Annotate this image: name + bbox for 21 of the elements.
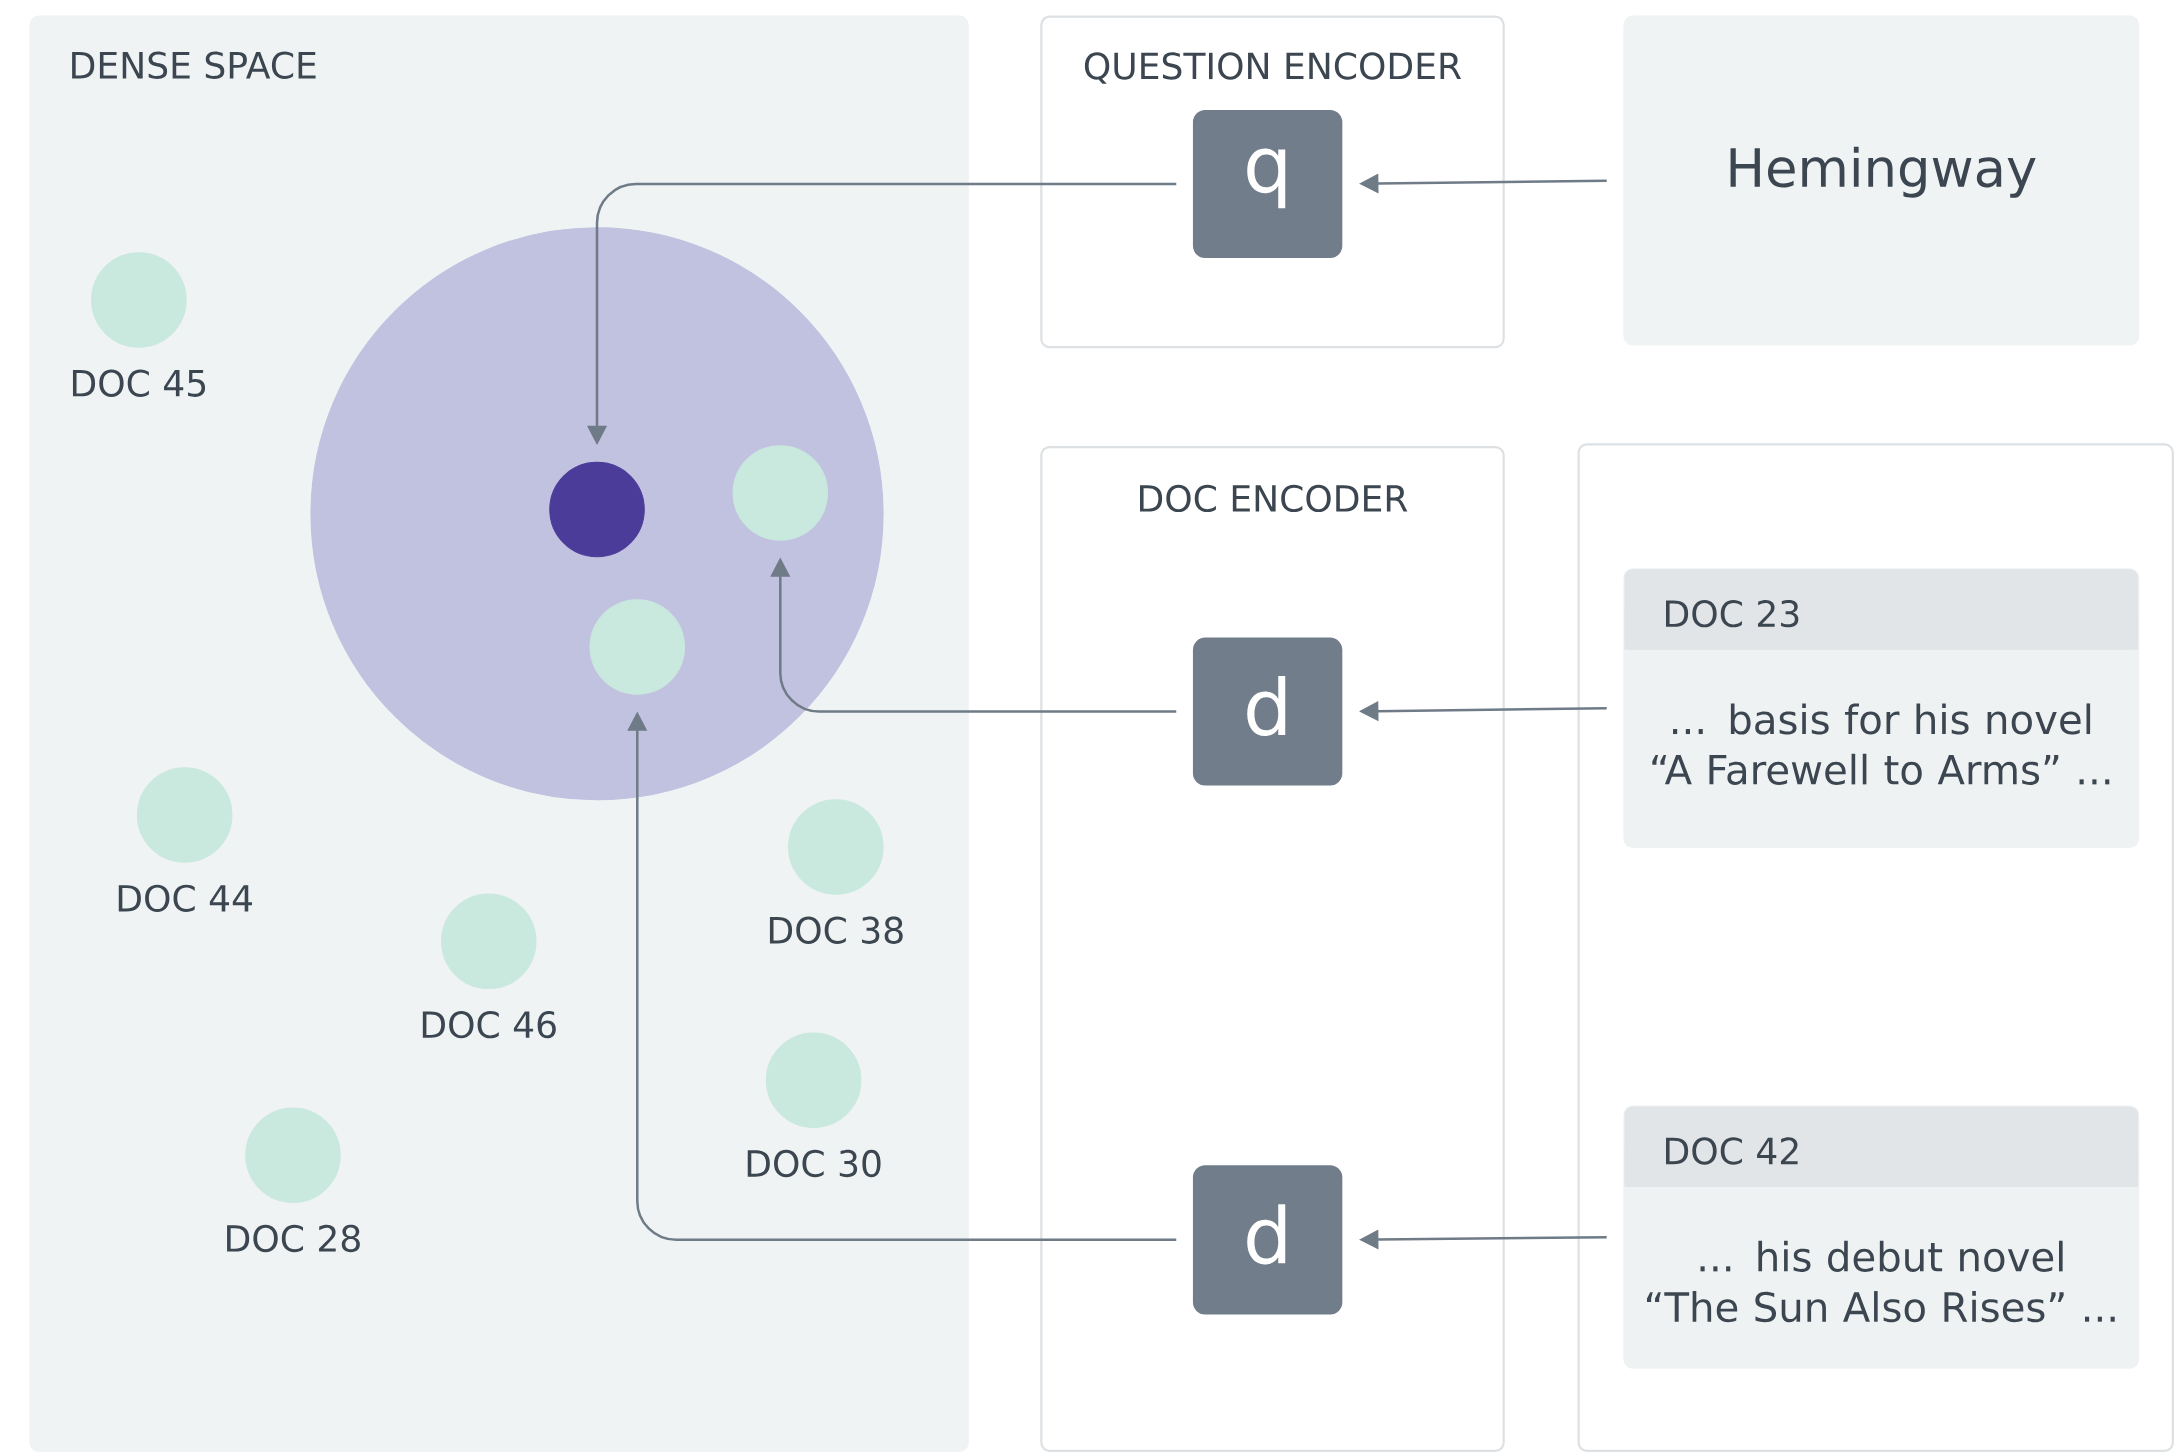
panel-heading: DENSE SPACE <box>72 51 316 79</box>
document-label: DOC 30 <box>747 1149 881 1178</box>
passage-text: ... his debut novel “The Sun Also Rises” ... <box>1647 1240 2115 1323</box>
document-label: DOC 44 <box>118 884 252 912</box>
card-heading: DOC 23 <box>1666 599 1799 628</box>
document-label: DOC 28 <box>227 1224 360 1252</box>
query-point <box>549 461 645 558</box>
document-label: DOC 46 <box>422 1010 556 1039</box>
document-point <box>589 599 686 695</box>
query-text: Hemingway <box>1730 146 2036 198</box>
encoder-letter: d <box>1247 675 1286 736</box>
document-point <box>732 445 829 541</box>
document-label: DOC 38 <box>769 916 903 944</box>
panel-heading: QUESTION ENCODER <box>1084 52 1462 84</box>
document-label: DOC 45 <box>72 369 206 397</box>
card-heading: DOC 42 <box>1666 1137 1798 1165</box>
cluster-circle <box>310 227 884 801</box>
passage-text: ... basis for his novel “A Farewell to Arms” ... <box>1652 703 2110 785</box>
panel-heading: DOC ENCODER <box>1140 484 1408 512</box>
encoder-letter: d <box>1247 1204 1286 1265</box>
encoder-letter: q <box>1247 148 1286 209</box>
